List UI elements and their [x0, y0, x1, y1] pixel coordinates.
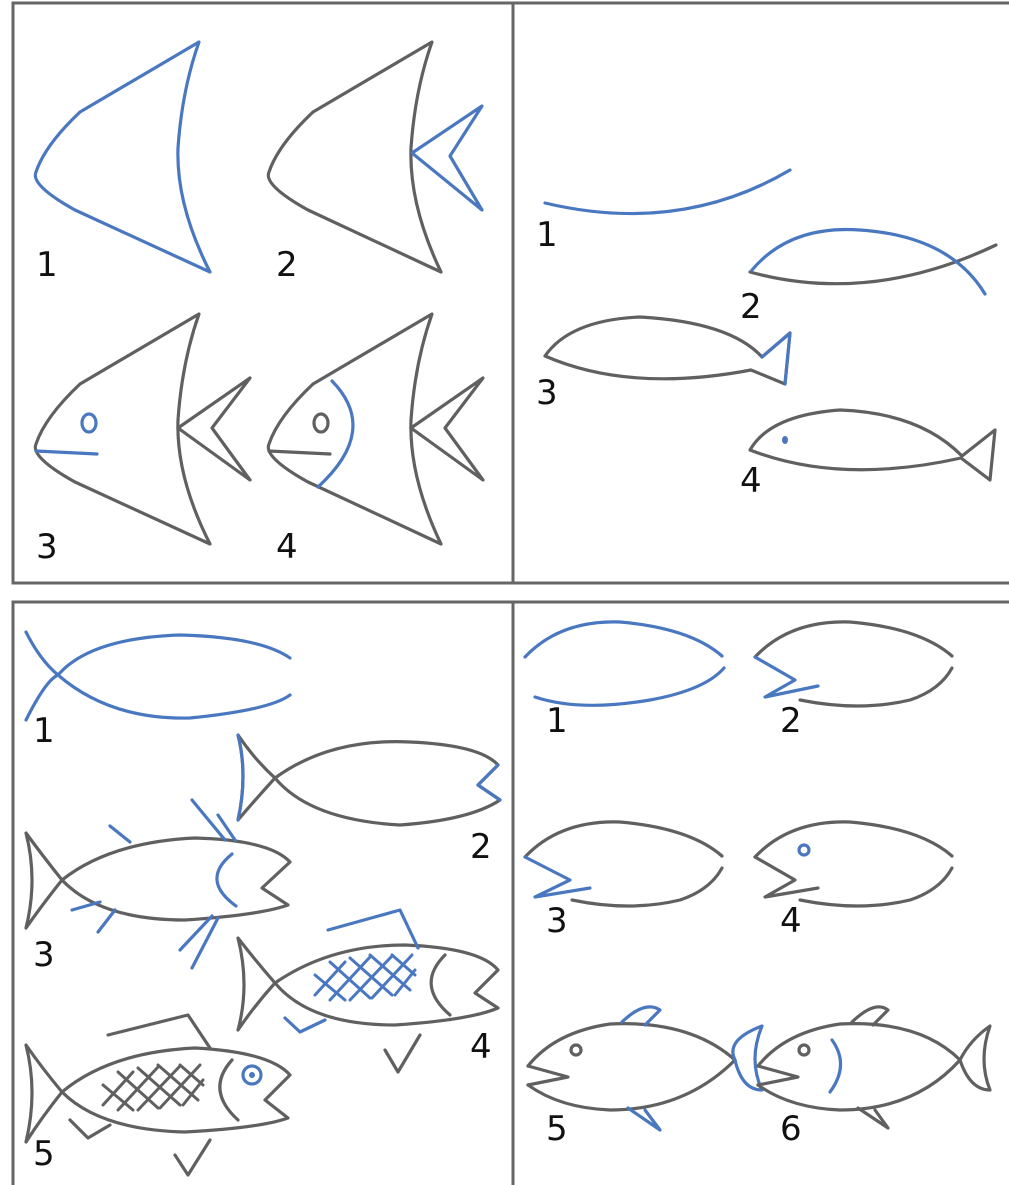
- panel-3-step-3-label: 3: [33, 935, 55, 975]
- panel-4-step-5-drawing: [526, 1005, 764, 1132]
- panel-4-step-5-label: 5: [546, 1109, 568, 1149]
- panel-1-step-2-drawing: [266, 40, 484, 274]
- panel-1-step-4-label: 4: [276, 527, 298, 567]
- panel-3-step-1-drawing: [24, 630, 292, 722]
- panel-1-step-1-label: 1: [36, 245, 58, 285]
- panel-2-step-1-label: 1: [536, 215, 558, 255]
- panel-1-step-4-drawing: [266, 312, 485, 546]
- panel-2-step-3-label: 3: [536, 373, 558, 413]
- panel-2-step-3-drawing: [543, 315, 792, 386]
- fish-eye-icon: [782, 436, 788, 444]
- panel-4-step-1-label: 1: [546, 701, 568, 741]
- panel-4-step-4-drawing: [753, 820, 954, 908]
- panel-3-step-3-drawing: [24, 798, 292, 970]
- panel-3-step-4-label: 4: [470, 1027, 492, 1067]
- panel-3: 1 2 3 4 5: [24, 630, 502, 1177]
- panel-3-step-5-drawing: [24, 1013, 292, 1177]
- panel-1-step-2-label: 2: [276, 245, 298, 285]
- panel-3-step-2-drawing: [236, 733, 502, 827]
- panel-2-step-2-drawing: [748, 227, 998, 296]
- panel-3-step-2-label: 2: [470, 827, 492, 867]
- panel-4-step-3-drawing: [523, 820, 724, 908]
- panel-2-step-1-drawing: [543, 168, 792, 216]
- panel-4: 1 2 3 4 5 6: [523, 620, 992, 1149]
- panel-4-step-2-label: 2: [780, 701, 802, 741]
- panel-4-step-2-drawing: [753, 620, 954, 708]
- panel-4-step-6-label: 6: [780, 1109, 802, 1149]
- panel-4-step-4-label: 4: [780, 901, 802, 941]
- panel-4-step-3-label: 3: [546, 901, 568, 941]
- panel-4-step-6-drawing: [756, 1005, 992, 1130]
- panel-3-step-4-drawing: [236, 908, 500, 1074]
- panel-1-step-3-drawing: [33, 312, 252, 546]
- panel-3-step-1-label: 1: [33, 711, 55, 751]
- panel-1-step-1-drawing: [33, 40, 212, 274]
- panel-1-step-3-label: 3: [36, 527, 58, 567]
- bottom-frame: [11, 600, 1009, 1185]
- panel-2-step-2-label: 2: [740, 287, 762, 327]
- panel-2-step-4-label: 4: [740, 461, 762, 501]
- panel-2-step-4-drawing: [748, 408, 997, 482]
- panel-3-step-5-label: 5: [33, 1134, 55, 1174]
- top-frame: [11, 1, 1009, 585]
- panel-1: 1 2 3 4: [33, 40, 485, 567]
- panel-2: 1 2 3 4: [536, 168, 998, 501]
- panel-4-step-1-drawing: [523, 620, 726, 707]
- scale-crosshatch: [101, 1063, 205, 1112]
- scale-crosshatch: [313, 953, 417, 1002]
